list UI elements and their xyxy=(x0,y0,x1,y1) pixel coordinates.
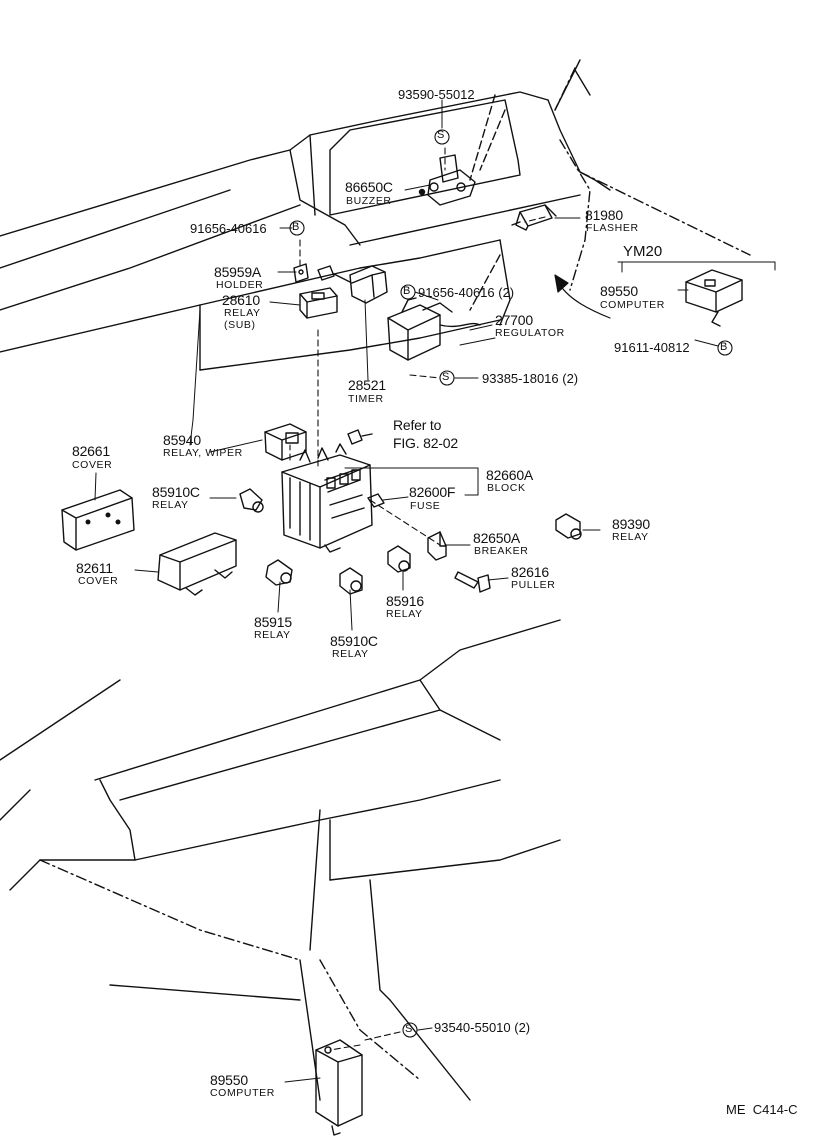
relay-85915-name: RELAY xyxy=(254,629,291,641)
screw-left-number: 91656-40616 xyxy=(190,221,267,236)
cover-bottom-part xyxy=(157,532,237,596)
symbol-b-right: B xyxy=(403,285,411,297)
fuse-name: FUSE xyxy=(410,500,441,512)
symbol-b-left: B xyxy=(292,221,300,233)
figure-code: ME C414-C xyxy=(726,1102,798,1117)
relay-wiper-name: RELAY, WIPER xyxy=(163,447,243,459)
puller-number: 82616 xyxy=(511,564,549,580)
fuse-number: 82600F xyxy=(409,484,456,500)
regulator-part xyxy=(387,297,481,361)
computer-bottom-part xyxy=(315,1039,363,1136)
fastener-symbols xyxy=(289,129,733,1038)
leader-lines xyxy=(94,99,776,1083)
computer-right-part xyxy=(685,269,743,327)
cover-left-number: 82661 xyxy=(72,443,110,459)
relay-85916-name: RELAY xyxy=(386,608,423,620)
regulator-name: REGULATOR xyxy=(495,327,565,339)
relay-sub-name: RELAY xyxy=(224,307,261,319)
screw-timer-number: 93385-18016 (2) xyxy=(482,371,579,386)
relay-c1-number: 85910C xyxy=(152,484,200,500)
cover-bottom-name: COVER xyxy=(78,575,119,587)
breaker-part xyxy=(427,531,447,561)
buzzer-number: 86650C xyxy=(345,179,393,195)
bolt-right-number: 91611-40812 xyxy=(614,340,690,355)
relay-c2-name: RELAY xyxy=(332,648,369,660)
buzzer-part xyxy=(418,154,476,206)
holder-part xyxy=(293,263,309,283)
computer-right-number: 89550 xyxy=(600,283,638,299)
flasher-part xyxy=(511,204,557,231)
cover-bottom-number: 82611 xyxy=(76,560,113,576)
relay-sub-name2: (SUB) xyxy=(224,319,256,331)
refer-to-text: Refer to xyxy=(393,417,442,433)
fuse-part xyxy=(367,493,385,508)
lower-panel-outline xyxy=(0,619,561,1101)
relay-85910c-upper xyxy=(239,488,264,513)
puller-name: PULLER xyxy=(511,579,556,591)
refer-fig-text: FIG. 82-02 xyxy=(393,435,458,451)
relay-c1-name: RELAY xyxy=(152,499,189,511)
relay-c2-number: 85910C xyxy=(330,633,378,649)
relay-wiper-number: 85940 xyxy=(163,432,201,448)
relay-85915-part xyxy=(265,559,293,586)
buzzer-name: BUZZER xyxy=(346,195,392,207)
symbol-s-timer: S xyxy=(442,371,450,383)
block-name: BLOCK xyxy=(487,482,526,494)
model-label: YM20 xyxy=(623,243,663,260)
screw-right-number: 91656-40616 (2) xyxy=(418,285,515,300)
relay-sub-part xyxy=(299,287,338,319)
block-number: 82660A xyxy=(486,467,534,483)
fuse-block-part xyxy=(281,443,373,553)
relay-sub-number: 28610 xyxy=(222,292,260,308)
symbol-s-top: S xyxy=(437,129,445,141)
relay-85916-number: 85916 xyxy=(386,593,424,609)
timer-name: TIMER xyxy=(348,393,384,405)
breaker-name: BREAKER xyxy=(474,545,529,557)
cover-left-part xyxy=(61,489,135,551)
timer-part xyxy=(317,265,388,304)
regulator-number: 27700 xyxy=(495,312,533,328)
symbol-s-bottom: S xyxy=(405,1023,413,1035)
relay-85916-part xyxy=(387,545,411,573)
flasher-number: 81980 xyxy=(585,207,623,223)
symbol-b-computer: B xyxy=(720,341,728,353)
assembly-lines xyxy=(289,147,546,1051)
screw-bottom-number: 93540-55010 (2) xyxy=(434,1020,531,1035)
computer-bottom-number: 89550 xyxy=(210,1072,248,1088)
computer-bottom-name: COMPUTER xyxy=(210,1087,275,1099)
holder-number: 85959A xyxy=(214,264,262,280)
dashboard-outline xyxy=(0,59,751,371)
cover-left-name: COVER xyxy=(72,459,113,471)
holder-name: HOLDER xyxy=(216,279,264,291)
relay-89390-part xyxy=(555,513,582,540)
relay-wiper-part xyxy=(264,423,307,461)
relay-89390-name: RELAY xyxy=(612,531,649,543)
relay-85915-number: 85915 xyxy=(254,614,292,630)
breaker-number: 82650A xyxy=(473,530,521,546)
flasher-name: FLASHER xyxy=(586,222,639,234)
computer-right-name: COMPUTER xyxy=(600,299,665,311)
relay-85910c-lower xyxy=(339,567,363,595)
clip-part xyxy=(347,429,373,445)
bolt-top-number: 93590-55012 xyxy=(398,87,475,102)
timer-number: 28521 xyxy=(348,377,386,393)
computer-arrow xyxy=(554,274,611,319)
puller-part xyxy=(454,571,491,593)
relay-89390-number: 89390 xyxy=(612,516,650,532)
